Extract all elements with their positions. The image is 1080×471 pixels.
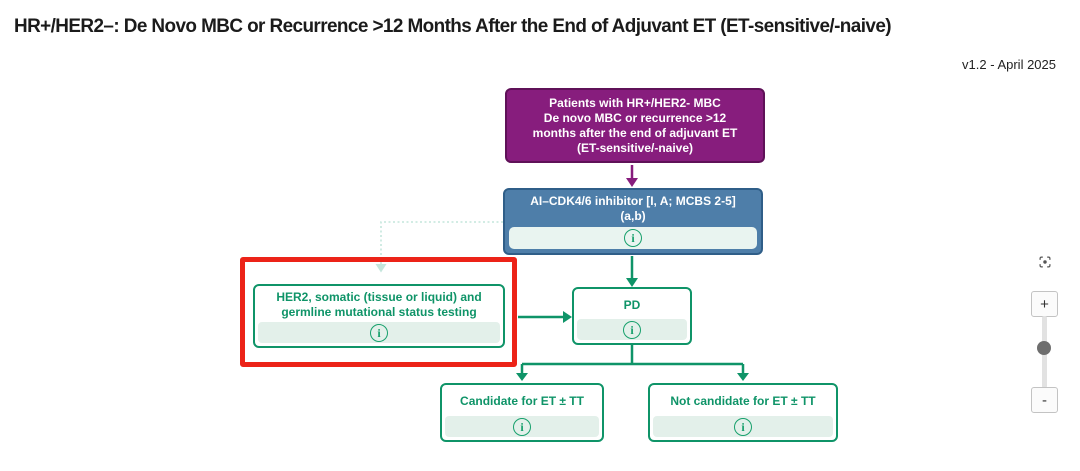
- node-patients[interactable]: Patients with HR+/HER2- MBC De novo MBC …: [505, 88, 765, 163]
- node-pd[interactable]: PD i: [572, 287, 692, 345]
- zoom-in-button[interactable]: +: [1031, 291, 1058, 317]
- node-candidate-info-strip[interactable]: i: [445, 416, 599, 437]
- node-testing-info-strip[interactable]: i: [258, 322, 500, 343]
- node-candidate-et-tt-text: Candidate for ET ± TT: [460, 394, 584, 408]
- version-label: v1.2 - April 2025: [962, 57, 1056, 72]
- zoom-slider-handle[interactable]: [1037, 341, 1051, 355]
- recenter-button[interactable]: [1033, 250, 1057, 274]
- node-testing-text: HER2, somatic (tissue or liquid) and ger…: [276, 290, 482, 319]
- node-candidate-et-tt[interactable]: Candidate for ET ± TT i: [440, 383, 604, 442]
- node-pd-text: PD: [623, 297, 641, 312]
- node-ai-cdk46-text: AI–CDK4/6 inhibitor [I, A; MCBS 2-5] (a,…: [530, 193, 736, 223]
- node-not-candidate-et-tt[interactable]: Not candidate for ET ± TT i: [648, 383, 838, 442]
- node-ai-cdk46[interactable]: AI–CDK4/6 inhibitor [I, A; MCBS 2-5] (a,…: [503, 188, 763, 255]
- info-icon[interactable]: i: [513, 417, 531, 436]
- page-title: HR+/HER2–: De Novo MBC or Recurrence >12…: [14, 15, 892, 37]
- info-icon[interactable]: i: [734, 417, 752, 436]
- node-ai-cdk46-info-strip[interactable]: i: [509, 227, 757, 249]
- info-icon[interactable]: i: [370, 323, 388, 342]
- node-patients-text: Patients with HR+/HER2- MBC De novo MBC …: [532, 95, 738, 155]
- node-pd-info-strip[interactable]: i: [577, 319, 687, 340]
- focus-target-icon: [1039, 256, 1051, 268]
- node-not-candidate-info-strip[interactable]: i: [653, 416, 833, 437]
- selection-highlight: [240, 257, 517, 367]
- node-not-candidate-et-tt-text: Not candidate for ET ± TT: [670, 394, 816, 408]
- info-icon[interactable]: i: [624, 229, 642, 247]
- zoom-out-button[interactable]: -: [1031, 387, 1058, 413]
- info-icon[interactable]: i: [623, 320, 641, 339]
- node-testing[interactable]: HER2, somatic (tissue or liquid) and ger…: [253, 284, 505, 348]
